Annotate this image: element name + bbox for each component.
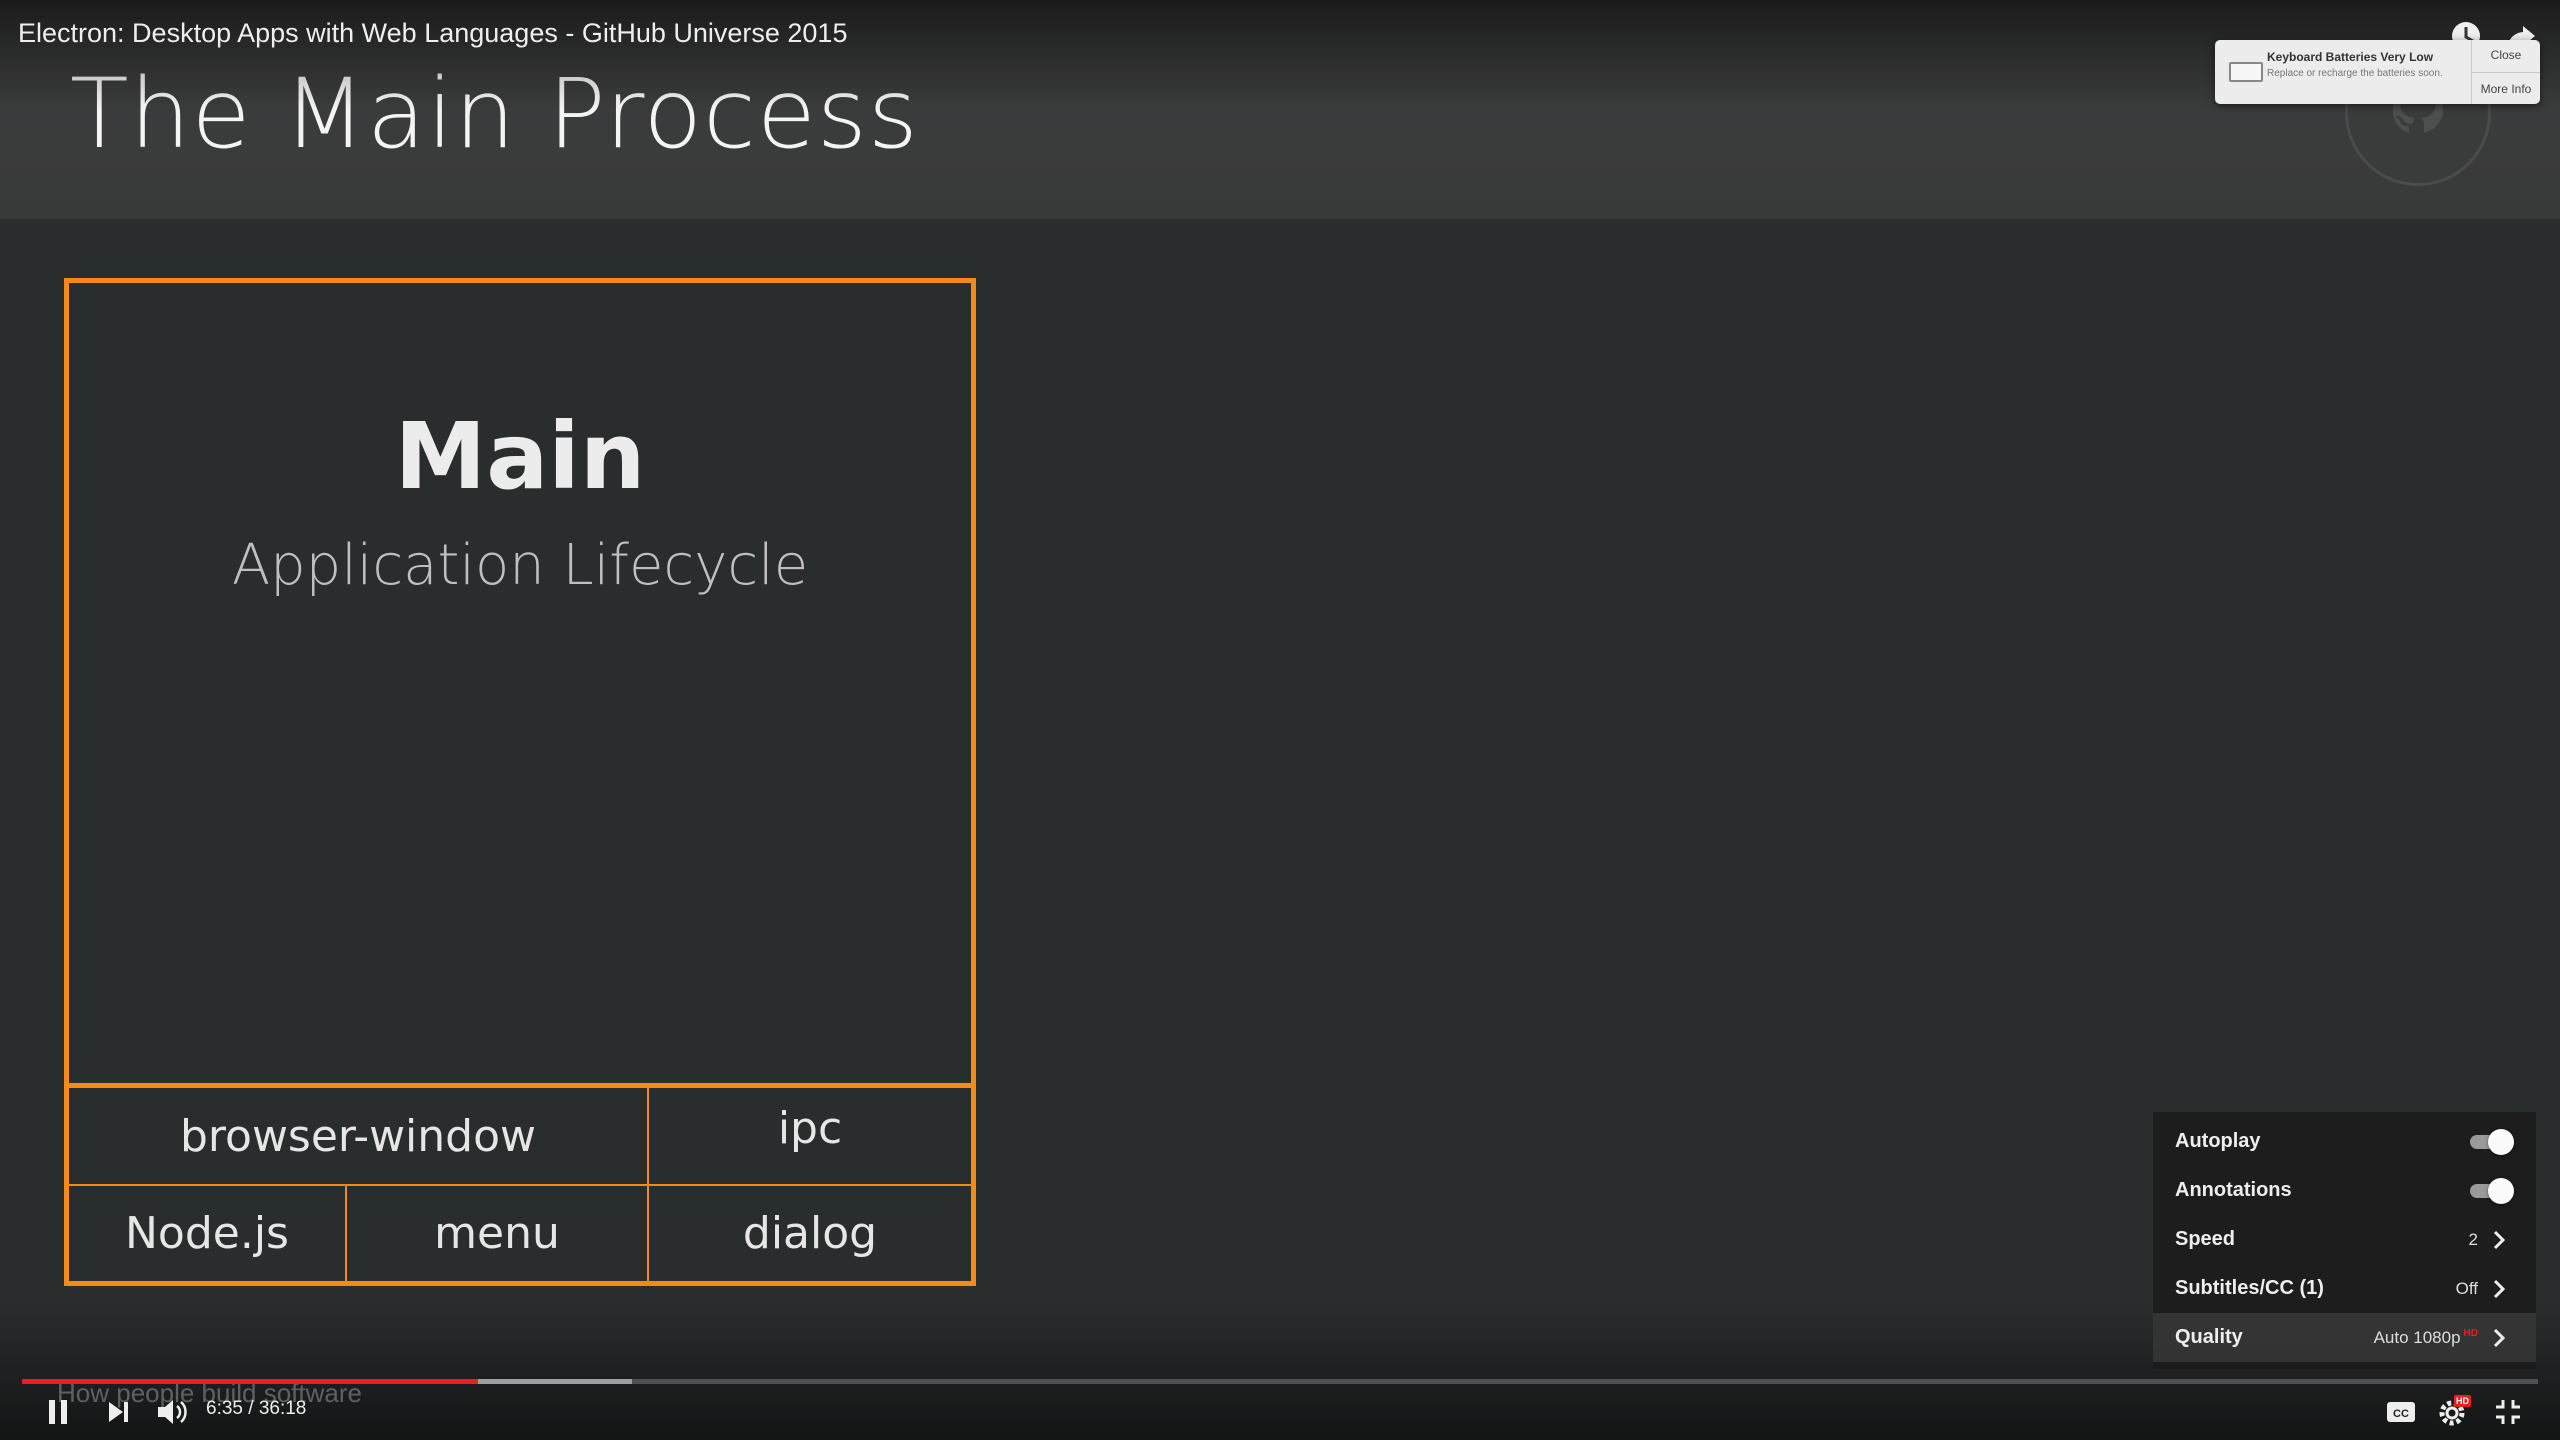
- module-nodejs: Node.js: [125, 1208, 289, 1259]
- captions-icon[interactable]: CC: [2386, 1400, 2416, 1424]
- quality-value-text: Auto 1080p: [2373, 1327, 2461, 1347]
- module-ipc: ipc: [777, 1102, 843, 1154]
- main-subheading: Application Lifecycle: [231, 533, 809, 598]
- settings-hd-badge: HD: [2454, 1395, 2471, 1407]
- pause-icon[interactable]: [46, 1398, 70, 1426]
- grid-divider-horizontal: [69, 1184, 971, 1186]
- quality-label: Quality: [2175, 1326, 2243, 1348]
- settings-autoplay-row[interactable]: Autoplay: [2153, 1117, 2536, 1166]
- notification-divider: [2471, 40, 2472, 104]
- notification-title: Keyboard Batteries Very Low: [2267, 50, 2434, 64]
- subtitles-label: Subtitles/CC (1): [2175, 1277, 2324, 1299]
- settings-icon[interactable]: HD: [2436, 1393, 2472, 1429]
- chevron-right-icon: [2493, 1328, 2506, 1347]
- grid-divider-vertical-right: [647, 1088, 649, 1281]
- battery-notification: Keyboard Batteries Very Low Replace or r…: [2215, 40, 2540, 104]
- top-gradient: [0, 0, 2560, 110]
- notification-more-info-button[interactable]: More Info: [2480, 82, 2532, 96]
- settings-menu: Autoplay Annotations Speed 2 Subtitles/C…: [2153, 1112, 2536, 1369]
- annotations-label: Annotations: [2175, 1179, 2292, 1201]
- keyboard-icon: [2229, 62, 2263, 82]
- grid-divider-vertical-left: [345, 1184, 347, 1281]
- exit-fullscreen-icon[interactable]: [2494, 1398, 2522, 1426]
- quality-hd-badge: HD: [2463, 1327, 2478, 1339]
- notification-body: Replace or recharge the batteries soon.: [2267, 68, 2443, 79]
- process-diagram: Main Application Lifecycle browser-windo…: [64, 278, 976, 1286]
- notification-close-button[interactable]: Close: [2490, 48, 2522, 62]
- module-menu: menu: [434, 1208, 560, 1259]
- module-dialog: dialog: [742, 1208, 878, 1259]
- progress-played: [22, 1379, 479, 1384]
- module-browser-window: browser-window: [179, 1110, 537, 1162]
- speed-label: Speed: [2175, 1228, 2236, 1250]
- main-heading: Main: [394, 403, 646, 510]
- progress-bar[interactable]: [22, 1379, 2538, 1384]
- chevron-right-icon: [2493, 1230, 2506, 1249]
- settings-annotations-row[interactable]: Annotations: [2153, 1166, 2536, 1215]
- time-display: 6:35 / 36:18: [206, 1398, 307, 1419]
- annotations-toggle[interactable]: [2466, 1178, 2514, 1204]
- volume-icon[interactable]: [156, 1398, 190, 1426]
- svg-text:CC: CC: [2393, 1408, 2409, 1420]
- autoplay-toggle[interactable]: [2466, 1129, 2514, 1155]
- settings-subtitles-row[interactable]: Subtitles/CC (1) Off: [2153, 1264, 2536, 1313]
- speed-value: 2: [2468, 1229, 2478, 1249]
- settings-speed-row[interactable]: Speed 2: [2153, 1215, 2536, 1264]
- subtitles-value: Off: [2455, 1278, 2478, 1298]
- next-icon[interactable]: [106, 1400, 130, 1424]
- share-icon[interactable]: [2505, 20, 2537, 52]
- modules-grid: browser-window ipc Node.js menu dialog: [69, 1083, 971, 1281]
- video-title[interactable]: Electron: Desktop Apps with Web Language…: [18, 18, 848, 48]
- bottom-gradient: [0, 1300, 2560, 1440]
- autoplay-label: Autoplay: [2175, 1130, 2261, 1152]
- notification-button-divider: [2472, 72, 2540, 73]
- chevron-right-icon: [2493, 1279, 2506, 1298]
